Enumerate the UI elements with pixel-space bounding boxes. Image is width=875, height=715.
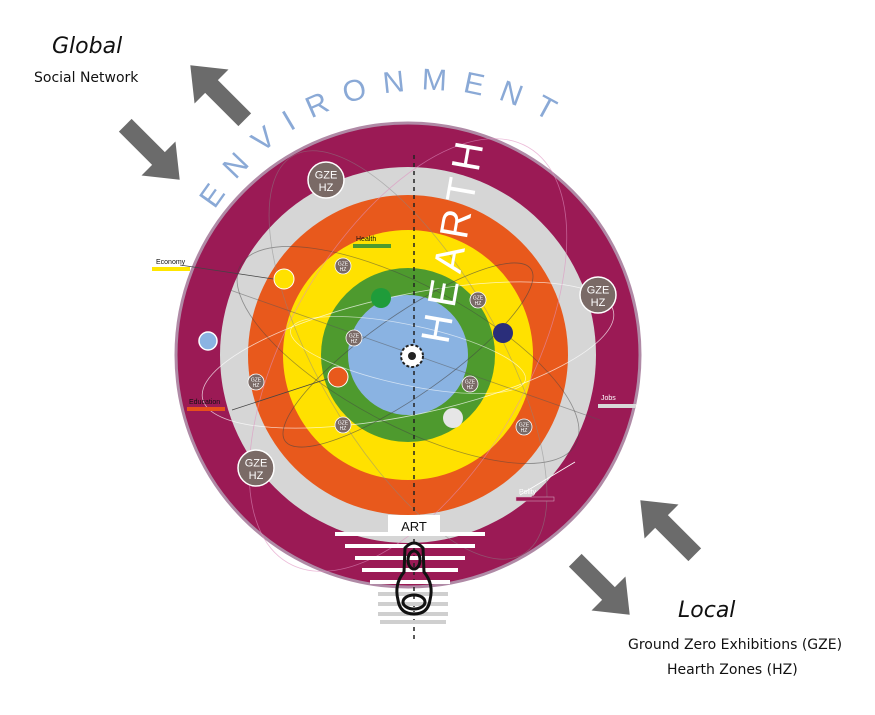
sector-economy-label: Economy [156,259,186,266]
sector-health: Health [353,236,391,248]
badge-gze-text: GZE [251,377,262,383]
global-title: Global [52,34,123,59]
gze-hz-badge-circle [579,276,617,314]
badge-gze-text: GZE [315,169,338,181]
badge-hz-text: HZ [253,383,260,389]
badge-hz-text: HZ [340,426,347,432]
sector-economy: Economy [152,259,190,271]
sector-polity-label: Polity [519,489,537,496]
badge-hz-text: HZ [340,267,347,273]
badge-gze-text: GZE [465,379,476,385]
badge-gze-text: GZE [349,333,360,339]
gze-hz-badges: GZEHZGZEHZGZEHZGZEHZGZEHZGZEHZGZEHZGZEHZ… [237,161,617,487]
badge-gze-text: GZE [338,261,349,267]
sector-education-swatch [187,407,225,411]
art-tab [388,515,440,535]
dot-navy [493,323,513,343]
sector-economy-swatch [152,267,190,271]
dot-yellow [273,268,295,290]
local-title: Local [678,598,736,623]
orbit-lines [179,138,615,572]
sector-education: Education [187,399,225,411]
gze-hz-badge-circle [461,375,479,393]
badge-hz-text: HZ [467,385,474,391]
badge-hz-text: HZ [351,339,358,345]
local-line-gze: Ground Zero Exhibitions (GZE) [628,637,843,653]
local-line-hz: Hearth Zones (HZ) [667,662,798,678]
center-hub-icon [400,344,424,368]
arrow-in-bottom-right-icon [640,500,702,562]
gze-hz-badge-circle [334,416,352,434]
dot-lightblue [198,331,218,351]
badge-gze-text: GZE [473,295,484,301]
gze-hz-badge-circle [345,329,363,347]
dot-green [371,288,391,308]
arrow-out-bottom-right-icon [568,553,630,615]
orbit-dots [198,268,513,428]
sector-health-label: Health [356,236,376,243]
gze-hz-badge-circle [237,449,275,487]
badge-hz-text: HZ [319,182,334,194]
badge-hz-text: HZ [521,428,528,434]
arrows [118,65,702,615]
sector-jobs: Jobs [598,395,636,408]
art-label: ART [401,519,427,534]
badge-hz-text: HZ [475,301,482,307]
badge-gze-text: GZE [587,284,610,296]
gze-hz-badge-circle [334,257,352,275]
gze-hz-badge-circle [515,418,533,436]
sector-polity-swatch [515,496,555,502]
badge-hz-text: HZ [249,470,264,482]
badge-gze-text: GZE [519,422,530,428]
arrow-out-top-left-icon [190,65,252,127]
sector-education-label: Education [189,399,220,406]
gze-hz-badge-circle [247,373,265,391]
dot-white [443,408,463,428]
gze-hz-badge-circle [469,291,487,309]
arrow-in-top-left-icon [118,118,180,180]
gze-hz-badge-circle [307,161,345,199]
sector-jobs-swatch [598,404,636,408]
figure-icon [395,541,433,616]
global-subtitle: Social Network [34,70,139,86]
badge-gze-text: GZE [338,420,349,426]
badge-hz-text: HZ [591,297,606,309]
sector-polity: Polity [515,489,555,502]
sector-jobs-label: Jobs [601,395,616,402]
badge-gze-text: GZE [245,457,268,469]
sector-health-swatch [353,244,391,248]
dot-orange [327,366,349,388]
